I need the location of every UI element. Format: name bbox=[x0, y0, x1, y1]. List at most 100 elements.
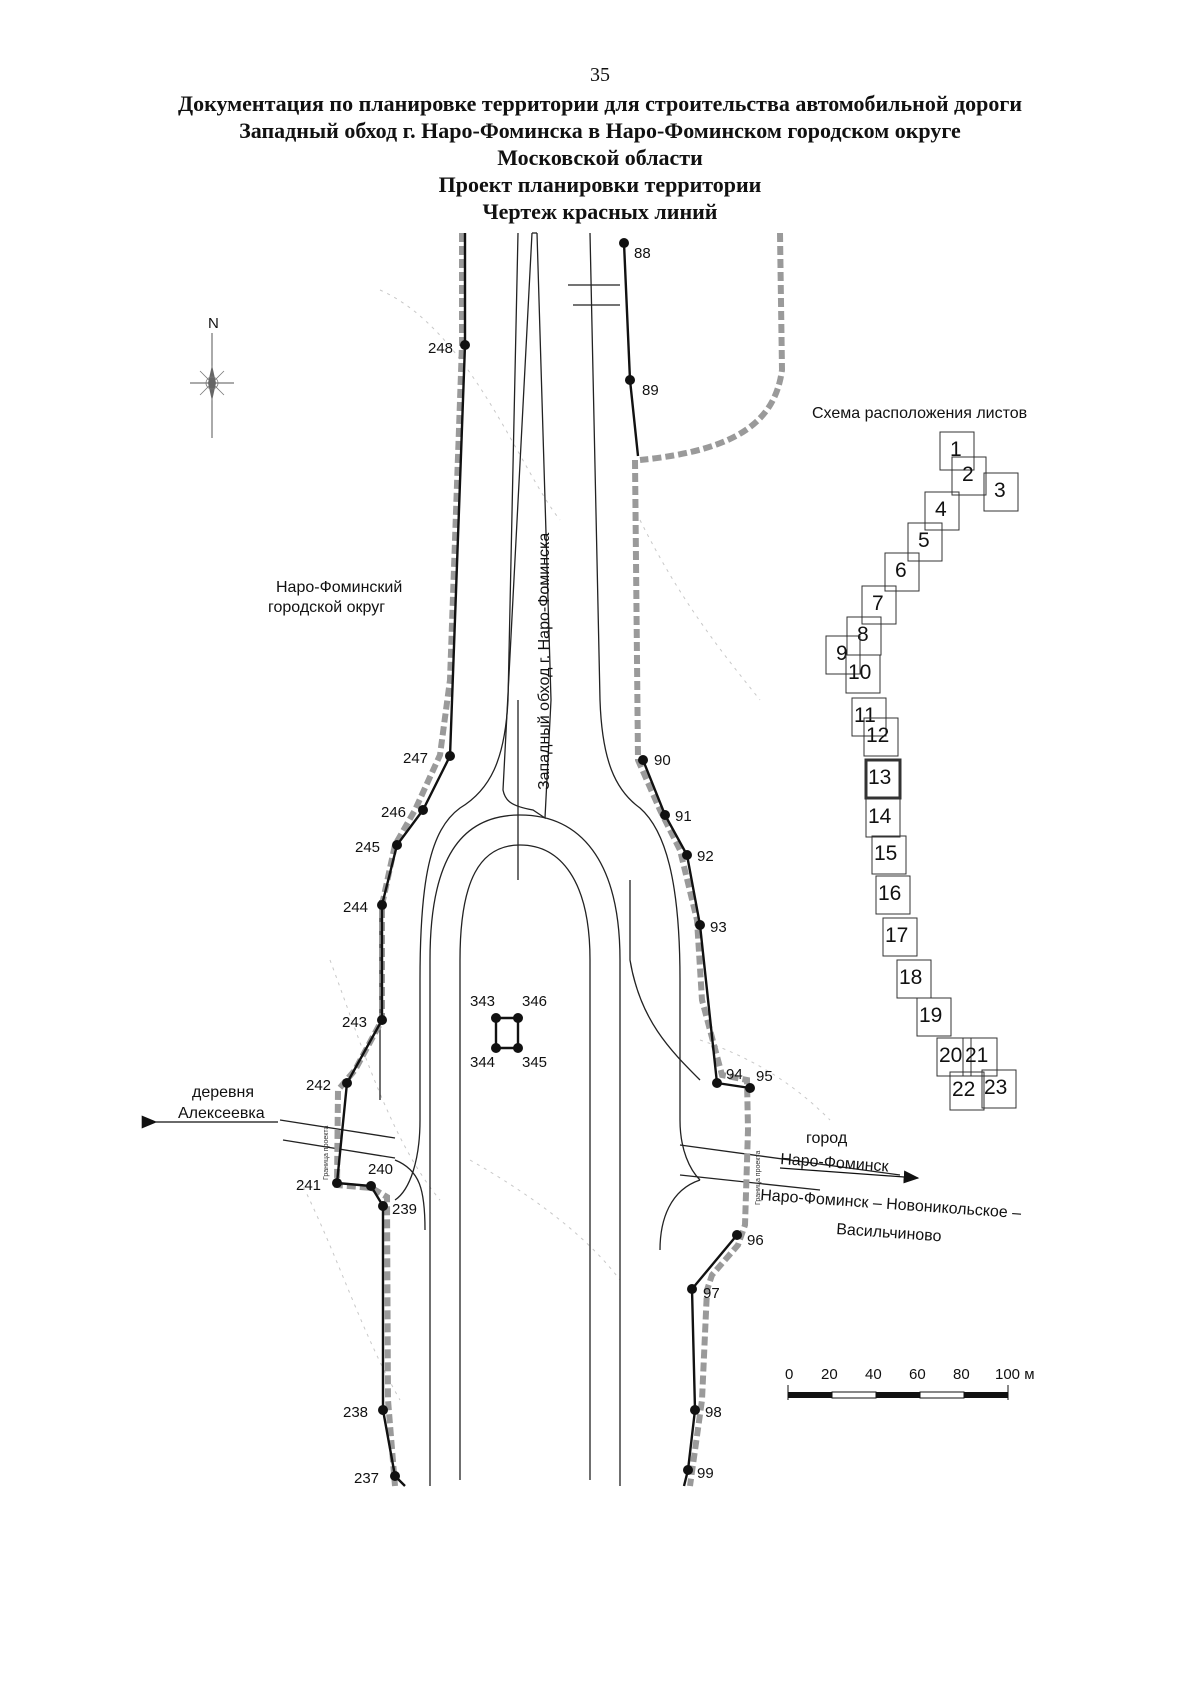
sheet-number-6: 6 bbox=[895, 559, 907, 582]
sheet-frame-11 bbox=[851, 697, 887, 737]
point-label-88: 88 bbox=[634, 245, 651, 262]
city-label-line1: город bbox=[806, 1130, 848, 1147]
point-248 bbox=[460, 340, 470, 350]
sheet-frame-5 bbox=[907, 522, 943, 562]
sheet-frame-13 bbox=[864, 758, 902, 800]
title-line-4: Проект планировки территории bbox=[438, 172, 762, 197]
sheet-frame-19 bbox=[916, 997, 952, 1037]
point-label-246: 246 bbox=[381, 804, 406, 821]
boundary-note-right: Граница проекта bbox=[755, 1150, 762, 1205]
scale-tick-60: 60 bbox=[909, 1366, 926, 1383]
sheet-number-16: 16 bbox=[878, 882, 901, 905]
point-label-247: 247 bbox=[403, 750, 428, 767]
sheet-number-1: 1 bbox=[950, 438, 962, 461]
title-line-5: Чертеж красных линий bbox=[482, 199, 718, 224]
points bbox=[332, 238, 755, 1481]
point-244 bbox=[377, 900, 387, 910]
point-label-244: 244 bbox=[343, 899, 368, 916]
point-label-241: 241 bbox=[296, 1177, 321, 1194]
sheet-frame-20 bbox=[936, 1037, 972, 1077]
scheme-title: Схема расположения листов bbox=[812, 405, 1027, 422]
sheet-number-13: 13 bbox=[868, 766, 891, 789]
point-245 bbox=[392, 840, 402, 850]
sheet-frame-3 bbox=[983, 472, 1019, 512]
sheet-number-2: 2 bbox=[962, 463, 974, 486]
point-238 bbox=[378, 1405, 388, 1415]
sheet-number-7: 7 bbox=[872, 592, 884, 615]
point-label-92: 92 bbox=[697, 848, 714, 865]
point-label-99: 99 bbox=[697, 1465, 714, 1482]
point-label-94: 94 bbox=[726, 1066, 743, 1083]
road-outline bbox=[279, 232, 901, 1486]
point-label-248: 248 bbox=[428, 340, 453, 357]
scale-tick-0: 0 bbox=[785, 1366, 793, 1383]
boundary-notes: Граница проекта Граница проекта bbox=[323, 1125, 762, 1205]
point-91 bbox=[660, 810, 670, 820]
point-242 bbox=[342, 1078, 352, 1088]
page-title: Документация по планировке территории дл… bbox=[0, 90, 1200, 225]
sheet-number-4: 4 bbox=[935, 498, 947, 521]
point-247 bbox=[445, 751, 455, 761]
sheet-number-22: 22 bbox=[952, 1078, 975, 1101]
point-label-245: 245 bbox=[355, 839, 380, 856]
point-345 bbox=[513, 1043, 523, 1053]
point-97 bbox=[687, 1284, 697, 1294]
scale-tick-40: 40 bbox=[865, 1366, 882, 1383]
sheet-number-17: 17 bbox=[885, 924, 908, 947]
point-label-345: 345 bbox=[522, 1054, 547, 1071]
village-label-line2: Алексеевка bbox=[178, 1105, 265, 1122]
point-label-91: 91 bbox=[675, 808, 692, 825]
district-label-line1: Наро-Фоминский bbox=[276, 579, 402, 596]
sheet-number-10: 10 bbox=[848, 661, 871, 684]
page-number: 35 bbox=[590, 64, 610, 86]
sheet-frame-12 bbox=[863, 717, 899, 757]
point-237 bbox=[390, 1471, 400, 1481]
sheet-number-20: 20 bbox=[939, 1044, 962, 1067]
road-label-line1: Наро-Фоминск – Новоникольское – bbox=[760, 1187, 1022, 1222]
point-95 bbox=[745, 1083, 755, 1093]
sheet-number-19: 19 bbox=[919, 1004, 942, 1027]
sheet-frame-22 bbox=[949, 1071, 985, 1111]
sheet-frame-18 bbox=[896, 959, 932, 999]
sheet-frame-14 bbox=[865, 798, 901, 838]
sheet-frame-21 bbox=[962, 1037, 998, 1077]
road-label-line2: Васильчиново bbox=[836, 1221, 942, 1245]
point-label-344: 344 bbox=[470, 1054, 495, 1071]
point-239 bbox=[378, 1201, 388, 1211]
sheet-frame-1 bbox=[939, 431, 975, 471]
road-name-label: Западный обход г. Наро-Фоминска bbox=[536, 533, 553, 790]
sheet-number-9: 9 bbox=[836, 642, 848, 665]
point-label-89: 89 bbox=[642, 382, 659, 399]
point-241 bbox=[332, 1178, 342, 1188]
sheet-frame-15 bbox=[871, 835, 907, 875]
point-346 bbox=[513, 1013, 523, 1023]
district-label-line2: городской округ bbox=[268, 599, 385, 616]
point-96 bbox=[732, 1230, 742, 1240]
point-90 bbox=[638, 755, 648, 765]
point-98 bbox=[690, 1405, 700, 1415]
sheet-number-5: 5 bbox=[918, 529, 930, 552]
sheet-frame-2 bbox=[951, 456, 987, 496]
boundary-note-left: Граница проекта bbox=[323, 1125, 330, 1180]
point-labels: 248 247 246 245 244 243 242 241 240 239 … bbox=[296, 245, 773, 1487]
point-99 bbox=[683, 1465, 693, 1475]
title-line-3: Московской области bbox=[497, 145, 703, 170]
point-243 bbox=[377, 1015, 387, 1025]
sheet-number-11: 11 bbox=[854, 704, 876, 727]
point-label-96: 96 bbox=[747, 1232, 764, 1249]
title-line-2: Западный обход г. Наро-Фоминска в Наро-Ф… bbox=[239, 118, 961, 143]
sheet-number-12: 12 bbox=[866, 724, 889, 747]
north-label: N bbox=[208, 315, 219, 332]
terrain-lines bbox=[299, 289, 831, 1401]
point-344 bbox=[491, 1043, 501, 1053]
point-94 bbox=[712, 1078, 722, 1088]
sheet-number-8: 8 bbox=[857, 623, 869, 646]
sheet-number-15: 15 bbox=[874, 842, 897, 865]
sheet-number-14: 14 bbox=[868, 805, 892, 828]
point-label-346: 346 bbox=[522, 993, 547, 1010]
north-arrow-icon: N bbox=[190, 315, 234, 438]
point-label-240: 240 bbox=[368, 1161, 393, 1178]
sheet-frame-10 bbox=[845, 654, 881, 694]
